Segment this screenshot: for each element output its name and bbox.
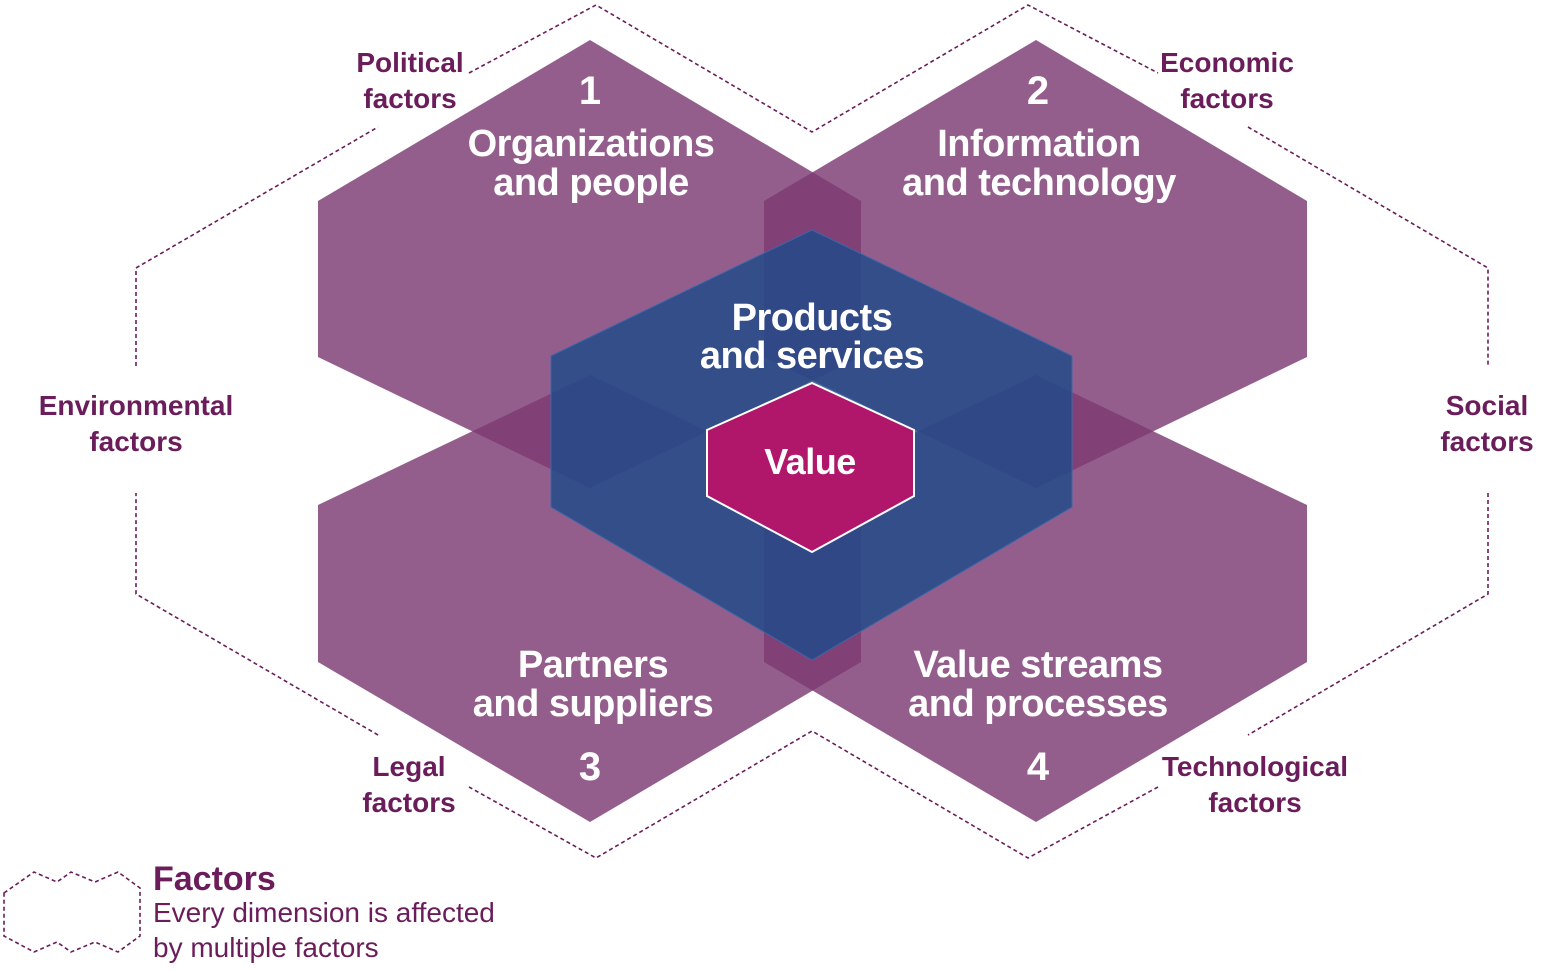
- boundary-top: [468, 4, 1159, 133]
- social-factors-line2: factors: [1440, 426, 1533, 457]
- value-label: Value: [764, 441, 856, 482]
- dimension-3-title-line2: and suppliers: [473, 683, 714, 725]
- legal-factors-line1: Legal: [372, 751, 445, 782]
- environmental-factors-line2: factors: [89, 426, 182, 457]
- factors-boundary: [135, 4, 1489, 859]
- economic-factors-line1: Economic: [1160, 47, 1294, 78]
- political-factors-line1: Political: [356, 47, 463, 78]
- boundary-bottom: [468, 730, 1159, 859]
- technological-factors-line2: factors: [1208, 787, 1301, 818]
- dimension-2-title-line2: and technology: [902, 162, 1176, 204]
- dimension-3-title-line1: Partners: [518, 644, 668, 686]
- products-title-line1: Products: [732, 297, 893, 339]
- legend: Factors Every dimension is affected by m…: [3, 860, 495, 963]
- legend-dashed-hexagon-icon: [3, 871, 141, 953]
- dimension-4-title-line2: and processes: [908, 683, 1168, 725]
- social-factors-line1: Social: [1446, 390, 1528, 421]
- legend-desc-line1: Every dimension is affected: [153, 897, 495, 928]
- dimension-4-number: 4: [1027, 745, 1050, 789]
- hexagon-value: [706, 381, 915, 554]
- dimension-1-title-line2: and people: [493, 162, 689, 204]
- economic-factors-line2: factors: [1180, 83, 1273, 114]
- products-title-line2: and services: [700, 335, 924, 377]
- boundary-left-lower: [135, 493, 379, 736]
- boundary-right-lower: [1247, 493, 1489, 736]
- technological-factors-line1: Technological: [1162, 751, 1348, 782]
- dimension-1-title-line1: Organizations: [468, 123, 715, 165]
- dimension-2-title-line1: Information: [937, 123, 1140, 165]
- boundary-left-upper: [135, 126, 379, 366]
- dimension-3-number: 3: [579, 745, 601, 789]
- dimension-2-number: 2: [1027, 69, 1049, 113]
- dimension-4-title-line1: Value streams: [913, 644, 1162, 686]
- political-factors-line2: factors: [363, 83, 456, 114]
- legal-factors-line2: factors: [362, 787, 455, 818]
- legend-title: Factors: [153, 860, 276, 898]
- boundary-right-upper: [1247, 126, 1489, 366]
- environmental-factors-line1: Environmental: [39, 390, 233, 421]
- dimension-1-number: 1: [579, 69, 601, 113]
- legend-desc-line2: by multiple factors: [153, 932, 379, 963]
